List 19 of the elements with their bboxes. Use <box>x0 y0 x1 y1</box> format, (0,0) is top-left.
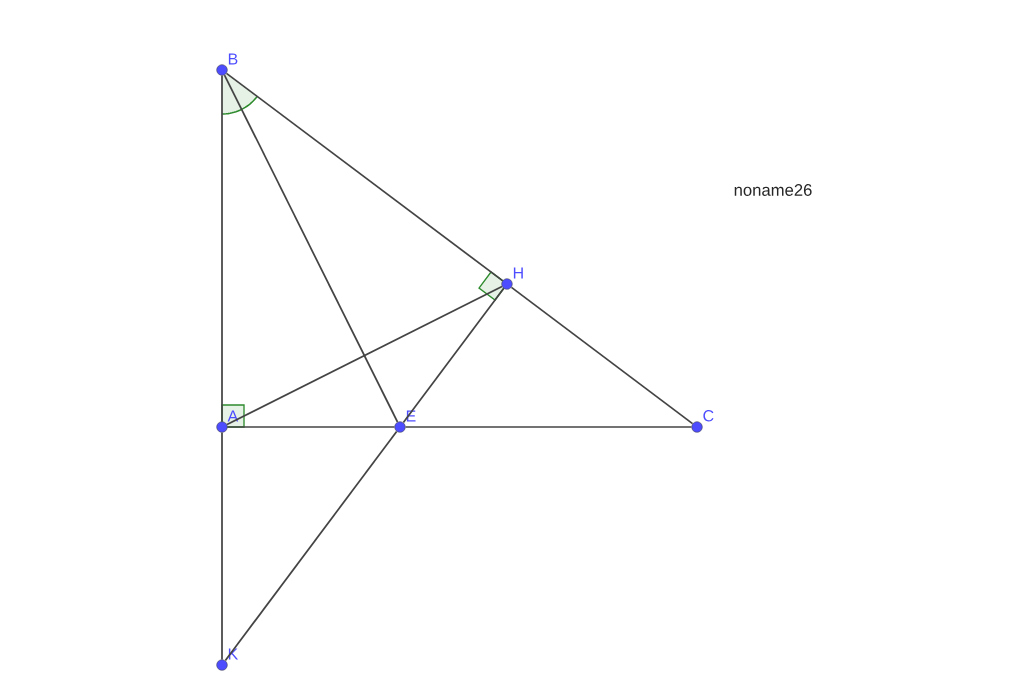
line-segment <box>221 74 223 423</box>
line-segment <box>226 426 396 428</box>
line-segment <box>224 430 398 662</box>
line-segment <box>510 286 694 425</box>
point: C <box>691 410 714 433</box>
point: H <box>501 267 523 290</box>
line-segment <box>221 431 223 661</box>
line-segment <box>404 426 693 428</box>
line-segment <box>223 74 399 423</box>
point: B <box>216 53 238 76</box>
node-label: H <box>513 267 523 279</box>
object-label: noname26 <box>734 184 812 196</box>
line-segment <box>225 72 504 282</box>
line-segment <box>226 285 503 426</box>
line-segment <box>402 287 505 424</box>
node-label: C <box>703 410 714 422</box>
node-label: A <box>227 410 239 422</box>
node-label: B <box>228 53 238 65</box>
point: A <box>216 410 239 433</box>
